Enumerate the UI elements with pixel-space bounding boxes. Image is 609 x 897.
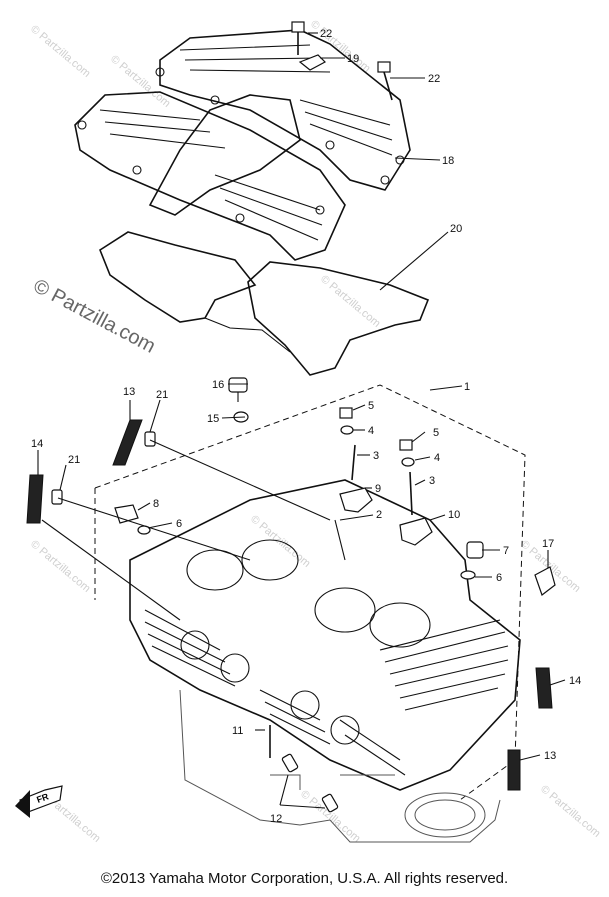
fr-label: FR (35, 791, 50, 805)
callout-17: 17 (542, 538, 554, 550)
callout-21-lower: 21 (68, 454, 80, 466)
callout-4-upper: 4 (368, 425, 374, 437)
head-cover-gasket (99, 231, 430, 376)
callout-10: 10 (448, 509, 460, 521)
callout-9: 9 (375, 483, 381, 495)
assembly-boundary (94, 384, 526, 801)
callout-5-upper: 5 (368, 400, 374, 412)
callout-18: 18 (442, 155, 454, 167)
small-parts (26, 377, 556, 813)
cylinder-block (179, 689, 501, 843)
watermark-mid-left: © Partzilla.com (108, 53, 172, 110)
leader-lines (37, 32, 566, 809)
callout-12: 12 (270, 813, 282, 825)
callout-14-left: 14 (31, 438, 43, 450)
callout-21-upper: 21 (156, 389, 168, 401)
cylinder-head (129, 479, 521, 791)
callout-8: 8 (153, 498, 159, 510)
cover-bolts (291, 21, 393, 101)
callout-20: 20 (450, 223, 462, 235)
callout-19: 19 (347, 53, 359, 65)
copyright-notice: ©2013 Yamaha Motor Corporation, U.S.A. A… (100, 870, 509, 887)
callout-7: 7 (503, 545, 509, 557)
callout-15: 15 (207, 413, 219, 425)
callout-13-left: 13 (123, 386, 135, 398)
callout-16: 16 (212, 379, 224, 391)
watermark-bottom-right: © Partzilla.com (538, 783, 602, 840)
watermark-left: © Partzilla.com (28, 538, 92, 595)
callout-14-right: 14 (569, 675, 581, 687)
callout-13-right: 13 (544, 750, 556, 762)
callout-5-lower: 5 (433, 427, 439, 439)
callout-22-right: 22 (428, 73, 440, 85)
callout-11: 11 (232, 725, 243, 737)
watermark-large: © Partzilla.com (30, 275, 159, 358)
callout-3-lower: 3 (429, 475, 435, 487)
callouts: 22 19 22 18 20 1 16 15 13 21 14 21 5 4 3… (31, 28, 581, 825)
watermark-top: © Partzilla.com (28, 23, 92, 80)
callout-6-left: 6 (176, 518, 182, 530)
callout-2: 2 (376, 509, 382, 521)
front-direction-arrow: FR (15, 785, 63, 818)
callout-1: 1 (464, 381, 470, 393)
callout-3-upper: 3 (373, 450, 379, 462)
callout-22-top: 22 (320, 28, 332, 40)
callout-4-lower: 4 (434, 452, 440, 464)
callout-6-right: 6 (496, 572, 502, 584)
